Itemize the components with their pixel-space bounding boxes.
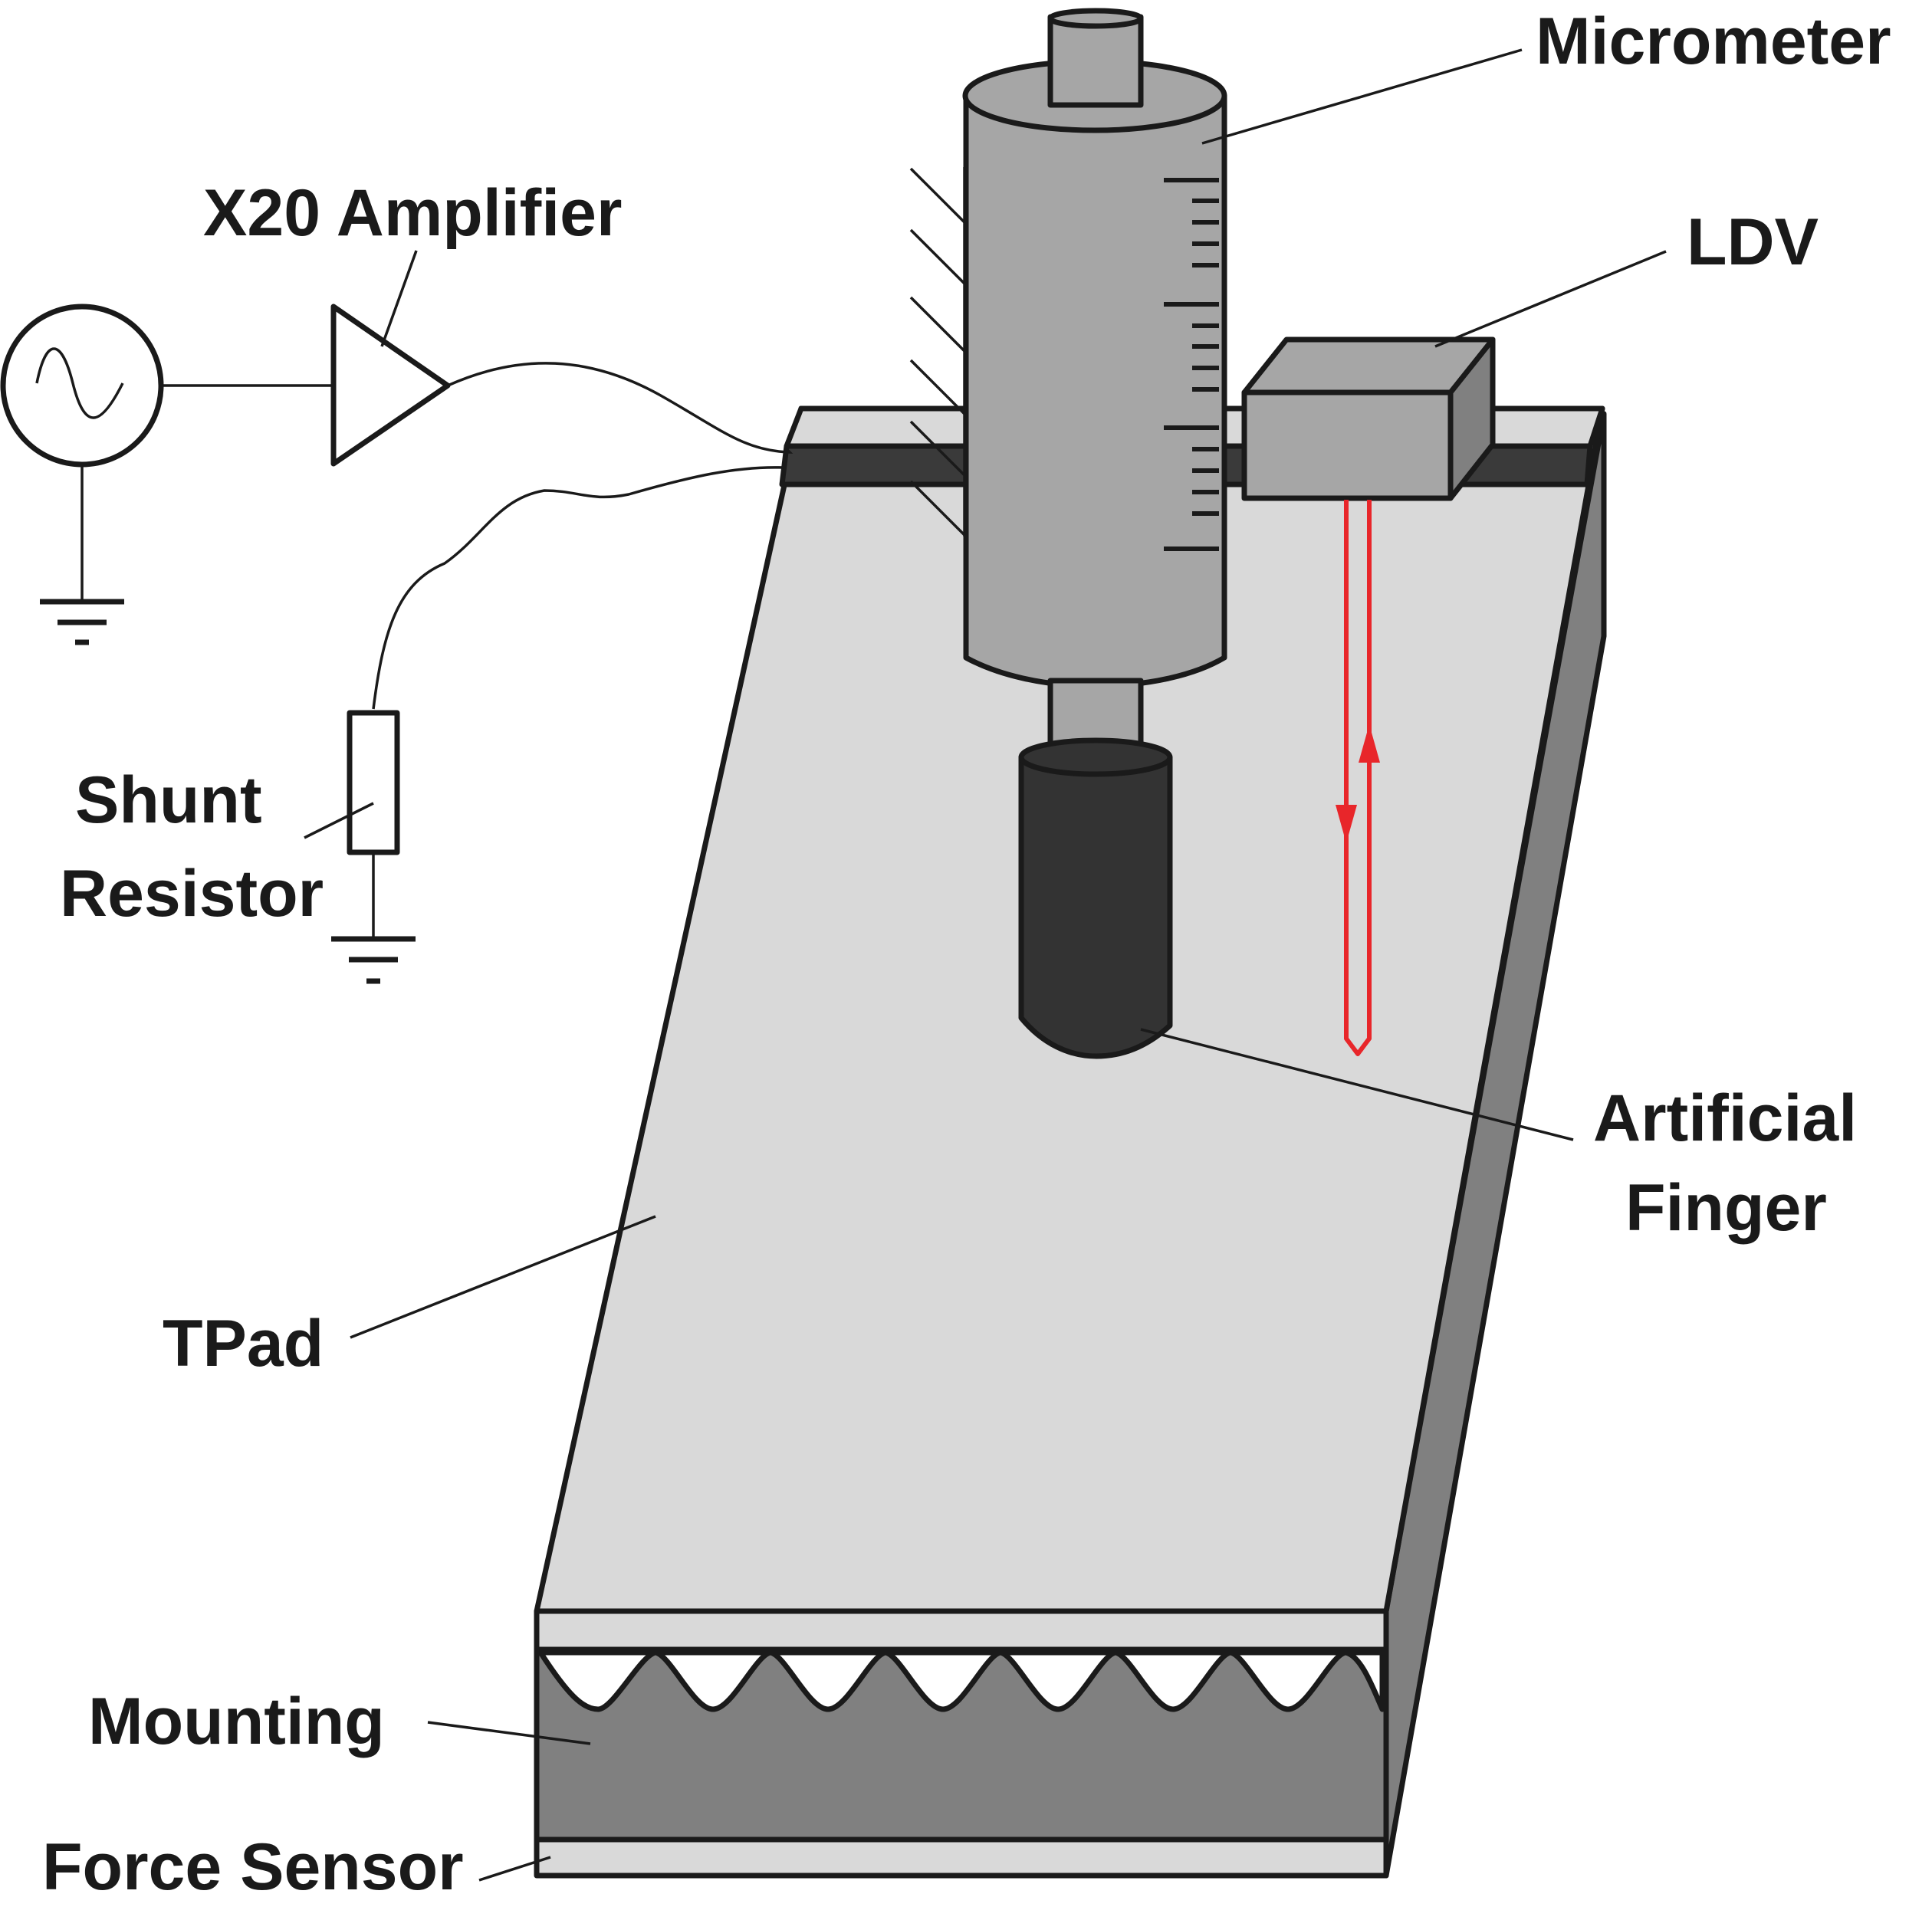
shunt-return-wire — [372, 466, 784, 710]
leader-amplifier — [380, 250, 418, 347]
finger-body — [1018, 754, 1173, 1059]
leader-mounting — [427, 1721, 591, 1745]
leader-shunt — [304, 802, 374, 839]
labels: Micrometer X20 Amplifier LDV Shunt Resis… — [42, 5, 1891, 1904]
leader-tpad — [350, 1215, 656, 1339]
laser-beam — [1336, 500, 1380, 1056]
sine-source-icon — [0, 304, 164, 468]
plate-stack-front — [534, 1608, 1389, 1879]
label-shunt-line1: Shunt — [75, 763, 262, 837]
resistor-icon — [347, 710, 400, 855]
micrometer-knob — [1047, 14, 1144, 108]
label-tpad: TPad — [163, 1307, 324, 1380]
micrometer — [962, 8, 1227, 764]
ldv-front — [1241, 389, 1454, 501]
label-finger-line2: Finger — [1625, 1171, 1827, 1245]
label-micrometer: Micrometer — [1536, 5, 1891, 78]
laser-down-arrow — [1336, 805, 1357, 843]
label-mounting: Mounting — [88, 1685, 385, 1758]
sine-wave — [35, 347, 124, 419]
force-sensor-plate — [534, 1836, 1389, 1879]
ldv-unit — [1241, 336, 1496, 501]
label-shunt-line2: Resistor — [60, 857, 324, 931]
amplifier-output-wire — [447, 362, 794, 454]
artificial-finger — [1018, 737, 1173, 1059]
micrometer-barrel — [963, 93, 1227, 689]
amplifier-triangle-icon — [330, 304, 451, 467]
laser-loop — [1344, 500, 1372, 1056]
label-amplifier: X20 Amplifier — [203, 176, 622, 250]
laser-up-arrow — [1359, 724, 1380, 763]
leader-ldv — [1434, 250, 1667, 348]
ground-icon — [40, 599, 124, 645]
leader-finger — [1140, 1028, 1574, 1141]
leader-micrometer — [1201, 48, 1523, 145]
leader-lines — [304, 48, 1667, 1882]
drive-circuit — [0, 304, 794, 984]
tpad-front-strip — [534, 1608, 1389, 1653]
micrometer-scale — [1164, 178, 1219, 551]
leader-force-sensor — [478, 1856, 551, 1882]
label-finger-line1: Artificial — [1593, 1082, 1857, 1155]
shunt-ground-icon — [331, 936, 416, 984]
mounting-wave — [537, 1649, 1385, 1712]
label-ldv: LDV — [1687, 205, 1819, 279]
label-force-sensor: Force Sensor — [42, 1830, 464, 1904]
